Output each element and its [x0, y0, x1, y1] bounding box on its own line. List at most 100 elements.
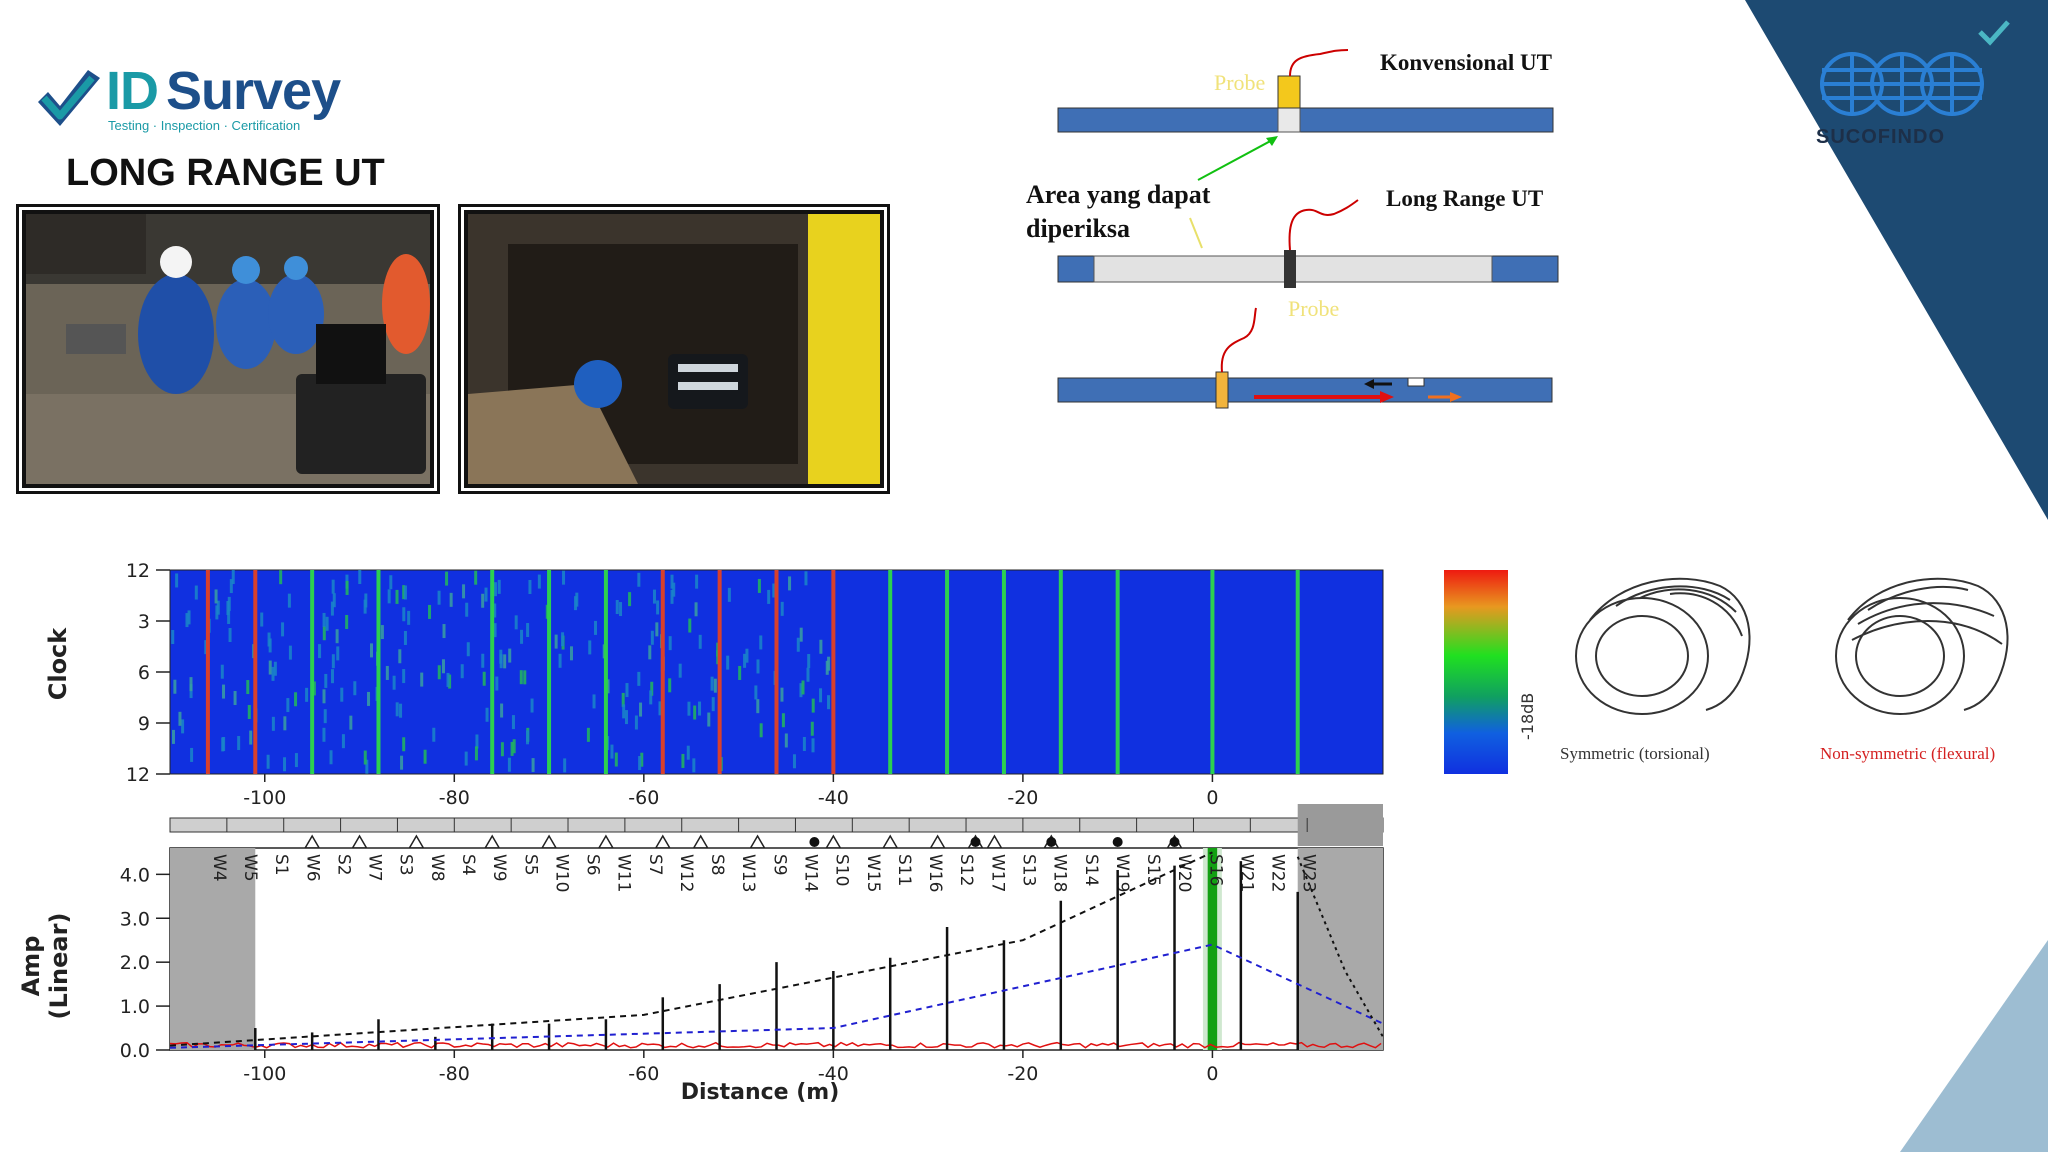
heatmap-speckle: [464, 751, 468, 766]
heatmap-speckle: [365, 759, 369, 774]
sucofindo-globe-icon: [1820, 20, 2010, 116]
navy-corner-panel: [1745, 0, 2048, 520]
heatmap-speckle: [520, 629, 524, 644]
heatmap-speckle: [796, 637, 800, 652]
heatmap-feature-line: [1295, 570, 1300, 774]
feature-strip-shaded: [1297, 804, 1383, 846]
heatmap-speckle: [204, 640, 208, 655]
heatmap-speckle: [698, 634, 702, 649]
support-marker: [825, 834, 842, 849]
heatmap-speckle: [481, 653, 485, 668]
page-title: LONG RANGE UT: [66, 152, 385, 194]
heatmap-speckle: [767, 589, 771, 604]
heatmap-speckle: [495, 676, 499, 691]
idsurvey-logo: ID Survey Testing · Inspection · Certifi…: [30, 60, 370, 140]
feature-label: W15: [863, 854, 883, 892]
heatmap-speckle: [827, 695, 831, 710]
heatmap-speckle: [619, 602, 623, 617]
heatmap-speckle: [757, 578, 761, 593]
heatmap-speckle: [271, 666, 275, 681]
heatmap-speckle: [799, 683, 803, 698]
heatmap-speckle: [622, 704, 626, 719]
heatmap-speckle: [698, 701, 702, 716]
heatmap-speckle: [493, 623, 497, 638]
support-marker: [351, 834, 368, 849]
heatmap-speckle: [637, 572, 641, 587]
heatmap-speckle: [325, 616, 329, 631]
heatmap-speckle: [279, 570, 283, 585]
heatmap-speckle: [621, 692, 625, 707]
heatmap-speckle: [554, 634, 558, 649]
heatmap-speckle: [402, 737, 406, 752]
heatmap-speckle: [738, 665, 742, 680]
heatmap-speckle: [324, 673, 328, 688]
heatmap-speckle: [246, 680, 250, 695]
heatmap-speckle: [668, 636, 672, 651]
probe-label-long-range: Probe: [1288, 296, 1340, 321]
heatmap-speckle: [638, 756, 642, 771]
heatmap-speckle: [249, 730, 253, 745]
heatmap-speckle: [227, 596, 231, 611]
heatmap-speckle: [825, 660, 829, 675]
feature-label: W14: [801, 854, 821, 892]
heatmap-y-tick-label: 12: [126, 560, 150, 582]
heatmap-speckle: [400, 755, 404, 770]
heatmap-feature-line: [1058, 570, 1063, 774]
heatmap-speckle: [286, 698, 290, 713]
heatmap-speckle: [514, 615, 518, 630]
light-blue-corner-panel: [1900, 940, 2048, 1152]
heatmap-speckle: [181, 719, 185, 734]
heatmap-speckle: [194, 585, 198, 600]
heatmap-speckle: [171, 629, 175, 644]
heatmap-speckle: [281, 622, 285, 637]
heatmap-speckle: [402, 669, 406, 684]
heatmap-speckle: [606, 679, 610, 694]
heatmap-speckle: [745, 648, 749, 663]
heatmap-feature-line: [774, 570, 779, 774]
heatmap-speckle: [187, 610, 191, 625]
heatmap-speckle: [801, 680, 805, 695]
support-marker: [303, 834, 321, 849]
weld-marker: [1169, 837, 1180, 847]
heatmap-y-tick-label: 3: [138, 611, 150, 633]
heatmap-speckle: [331, 654, 335, 669]
weld-marker: [970, 837, 981, 847]
heatmap-feature-line: [831, 570, 836, 774]
heatmap-speckle: [558, 653, 562, 668]
heatmap-speckle: [428, 604, 432, 619]
heatmap-x-tick-label: -20: [1007, 787, 1038, 809]
heatmap-speckle: [655, 622, 659, 637]
heatmap-speckle: [799, 627, 803, 642]
heatmap-speckle: [294, 753, 298, 768]
feature-strip: [169, 817, 1384, 833]
heatmap-speckle: [615, 600, 619, 615]
feature-label: S10: [832, 854, 852, 886]
heatmap-speckle: [222, 684, 226, 699]
heatmap-speckle: [656, 600, 660, 615]
feature-label: S14: [1081, 854, 1101, 886]
heatmap-speckle: [512, 739, 516, 754]
heatmap-speckle: [526, 623, 530, 638]
heatmap-speckle: [810, 721, 814, 736]
heatmap-speckle: [353, 681, 357, 696]
heatmap-feature-line: [945, 570, 950, 774]
heatmap-speckle: [322, 612, 326, 627]
support-marker: [597, 834, 615, 849]
heatmap-speckle: [185, 613, 189, 628]
heatmap-speckle: [510, 741, 514, 756]
heatmap-speckle: [340, 687, 344, 702]
heatmap-speckle: [493, 603, 497, 618]
heatmap-speckle: [332, 593, 336, 608]
heatmap-speckle: [531, 758, 535, 773]
heatmap-speckle: [462, 584, 466, 599]
heatmap-speckle: [403, 585, 407, 600]
heatmap-speckle: [330, 601, 334, 616]
heatmap-speckle: [493, 582, 497, 597]
heatmap-speckle: [322, 626, 326, 641]
heatmap-speckle: [399, 703, 403, 718]
heatmap-speckle: [528, 579, 532, 594]
amplitude-colorbar: [1444, 570, 1508, 774]
heatmap-speckle: [756, 699, 760, 714]
